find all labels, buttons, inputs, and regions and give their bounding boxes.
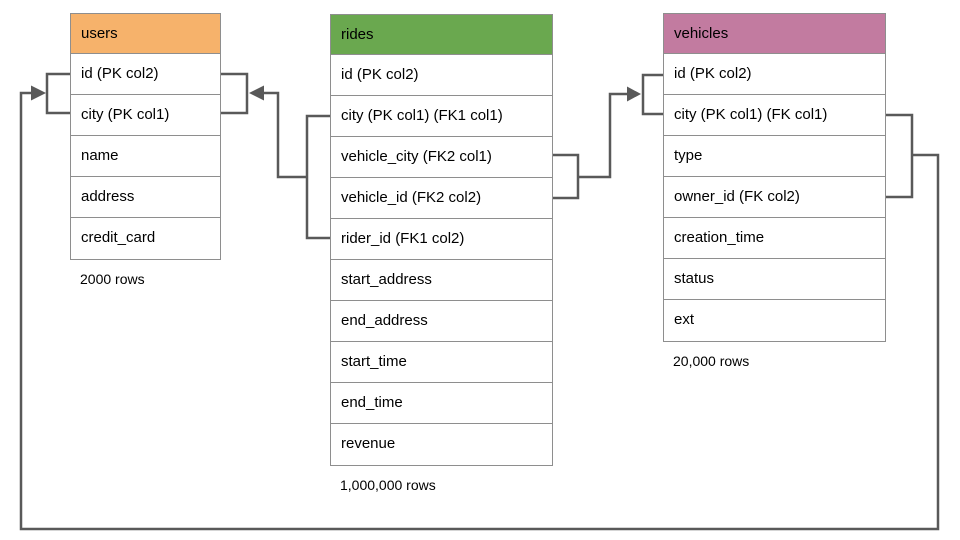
fk-vehicles-to-users xyxy=(19,72,940,531)
table-rides-column-revenue[interactable]: revenue xyxy=(331,424,552,465)
table-rides-column-rider-id[interactable]: rider_id (FK1 col2) xyxy=(331,219,552,260)
fk-rides-to-users xyxy=(221,72,330,240)
table-vehicles: vehicles id (PK col2) city (PK col1) (FK… xyxy=(663,13,886,369)
table-vehicles-column-city[interactable]: city (PK col1) (FK col1) xyxy=(664,95,885,136)
table-rides-column-start-address[interactable]: start_address xyxy=(331,260,552,301)
table-rides-column-vehicle-id[interactable]: vehicle_id (FK2 col2) xyxy=(331,178,552,219)
table-vehicles-column-id[interactable]: id (PK col2) xyxy=(664,54,885,95)
fk3-connector-line xyxy=(19,91,940,531)
table-rides: rides id (PK col2) city (PK col1) (FK1 c… xyxy=(330,14,553,493)
fk3-arrowhead-icon xyxy=(31,85,46,101)
table-rides-column-vehicle-city[interactable]: vehicle_city (FK2 col1) xyxy=(331,137,552,178)
table-rides-header[interactable]: rides xyxy=(331,15,552,55)
table-vehicles-column-status[interactable]: status xyxy=(664,259,885,300)
rides-left-bracket xyxy=(305,114,330,240)
table-users-column-name[interactable]: name xyxy=(71,136,220,177)
table-vehicles-box: vehicles id (PK col2) city (PK col1) (FK… xyxy=(663,13,886,342)
table-vehicles-row-count: 20,000 rows xyxy=(673,353,750,369)
table-users-column-city[interactable]: city (PK col1) xyxy=(71,95,220,136)
table-users: users id (PK col2) city (PK col1) name a… xyxy=(70,13,221,287)
users-left-bracket xyxy=(45,72,70,115)
fk1-arrowhead-icon xyxy=(249,85,264,101)
table-rides-column-start-time[interactable]: start_time xyxy=(331,342,552,383)
table-vehicles-column-ext[interactable]: ext xyxy=(664,300,885,341)
table-vehicles-column-creation-time[interactable]: creation_time xyxy=(664,218,885,259)
table-rides-column-id[interactable]: id (PK col2) xyxy=(331,55,552,96)
table-users-box: users id (PK col2) city (PK col1) name a… xyxy=(70,13,221,260)
table-rides-column-end-address[interactable]: end_address xyxy=(331,301,552,342)
vehicles-left-bracket xyxy=(641,73,663,116)
table-rides-column-city[interactable]: city (PK col1) (FK1 col1) xyxy=(331,96,552,137)
vehicles-right-bracket xyxy=(886,113,914,199)
table-users-column-address[interactable]: address xyxy=(71,177,220,218)
fk-rides-to-vehicles xyxy=(552,73,663,200)
table-rides-row-count: 1,000,000 rows xyxy=(340,477,436,493)
table-rides-box: rides id (PK col2) city (PK col1) (FK1 c… xyxy=(330,14,553,466)
table-users-row-count: 2000 rows xyxy=(80,271,145,287)
users-right-bracket xyxy=(221,72,249,115)
table-rides-column-end-time[interactable]: end_time xyxy=(331,383,552,424)
fk2-connector-line xyxy=(578,92,628,179)
rides-right-bracket xyxy=(552,153,580,200)
fk2-arrowhead-icon xyxy=(627,86,641,102)
table-users-column-id[interactable]: id (PK col2) xyxy=(71,54,220,95)
table-vehicles-column-owner-id[interactable]: owner_id (FK col2) xyxy=(664,177,885,218)
table-users-header[interactable]: users xyxy=(71,14,220,54)
table-vehicles-column-type[interactable]: type xyxy=(664,136,885,177)
fk1-connector-line xyxy=(262,91,307,179)
table-vehicles-header[interactable]: vehicles xyxy=(664,14,885,54)
table-users-column-credit-card[interactable]: credit_card xyxy=(71,218,220,259)
